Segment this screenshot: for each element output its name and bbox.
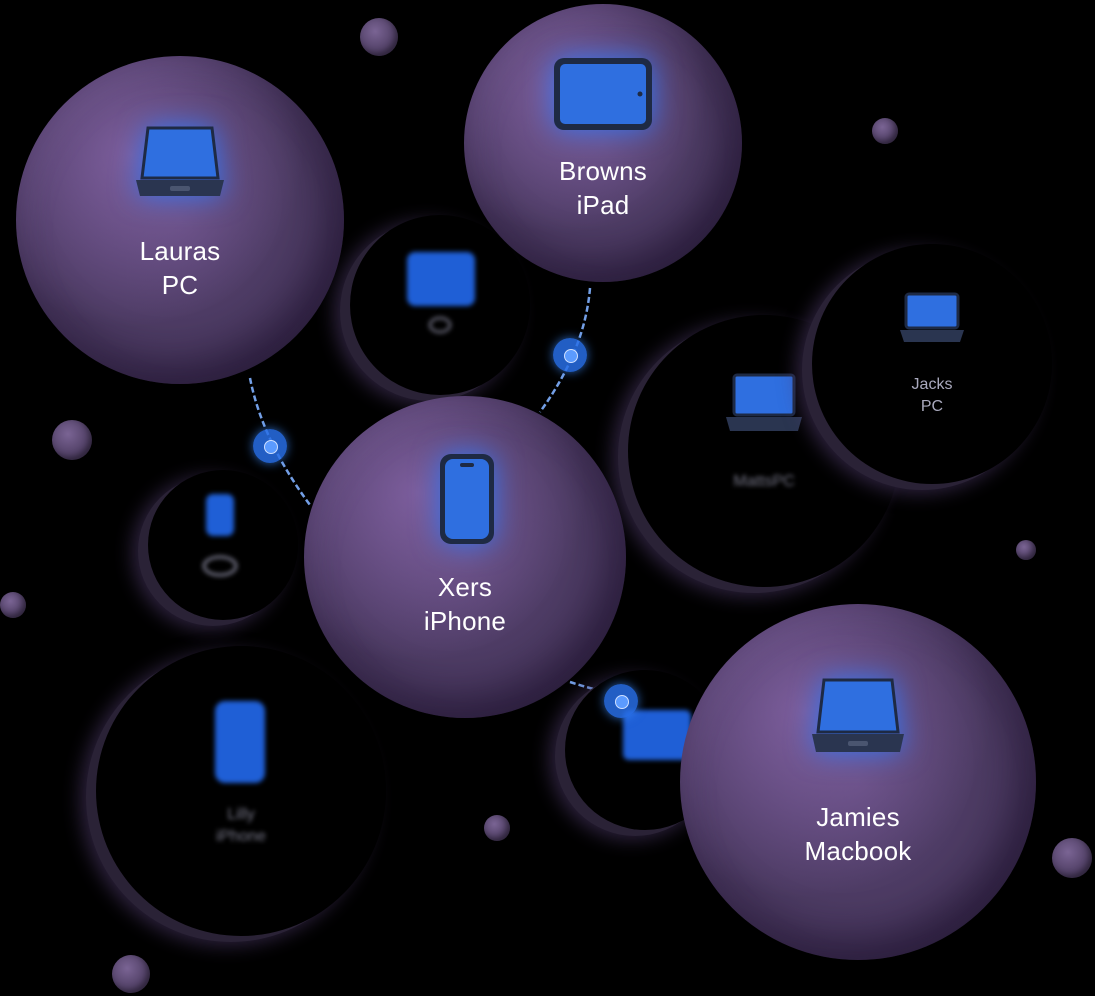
connection-node-lauras[interactable] — [253, 429, 287, 463]
laptop-icon — [810, 678, 906, 759]
phone-icon — [204, 492, 238, 543]
decorative-orb — [1052, 838, 1092, 878]
device-label: Lauras PC — [139, 236, 221, 300]
laptop-icon — [724, 373, 804, 440]
phone-icon — [438, 452, 496, 551]
device-orb-lauras-pc[interactable]: Lauras PC — [16, 56, 344, 384]
decorative-orb — [112, 955, 150, 993]
laptop-icon — [134, 126, 226, 203]
device-orb-xers-iphone[interactable]: Xers iPhone — [304, 396, 626, 718]
device-label: MattsPC — [733, 473, 795, 490]
decorative-orb — [0, 592, 26, 618]
device-bubble-unnamed-phone[interactable] — [148, 470, 298, 620]
decorative-orb — [484, 815, 510, 841]
device-bubble-jacks-pc[interactable]: Jacks PC — [812, 244, 1052, 484]
device-label: Jacks PC — [911, 376, 953, 415]
device-label: Jamies Macbook — [804, 802, 912, 866]
decorative-orb — [1016, 540, 1036, 560]
device-orb-browns-ipad[interactable]: Browns iPad — [464, 4, 742, 282]
cloud-icon — [200, 548, 240, 583]
connection-node-browns[interactable] — [553, 338, 587, 372]
cloud-icon — [428, 315, 452, 340]
decorative-orb — [52, 420, 92, 460]
laptop-icon — [898, 292, 966, 351]
decorative-orb — [360, 18, 398, 56]
tablet-icon — [552, 56, 654, 137]
tablet-icon — [621, 708, 693, 767]
device-orb-jamies-macbook[interactable]: Jamies Macbook — [680, 604, 1036, 960]
device-label: Lilly iPhone — [216, 806, 266, 845]
link-xers-to-jamies — [569, 680, 691, 714]
device-bubble-lilly-iphone[interactable]: Lilly iPhone — [96, 646, 386, 936]
device-bubble-unnamed-tablet[interactable] — [350, 215, 530, 395]
decorative-orb — [872, 118, 898, 144]
device-label: Xers iPhone — [423, 572, 507, 636]
device-label: Browns iPad — [559, 156, 647, 220]
connection-node-jamies[interactable] — [604, 684, 638, 718]
phone-icon — [212, 698, 270, 793]
tablet-icon — [405, 250, 477, 313]
